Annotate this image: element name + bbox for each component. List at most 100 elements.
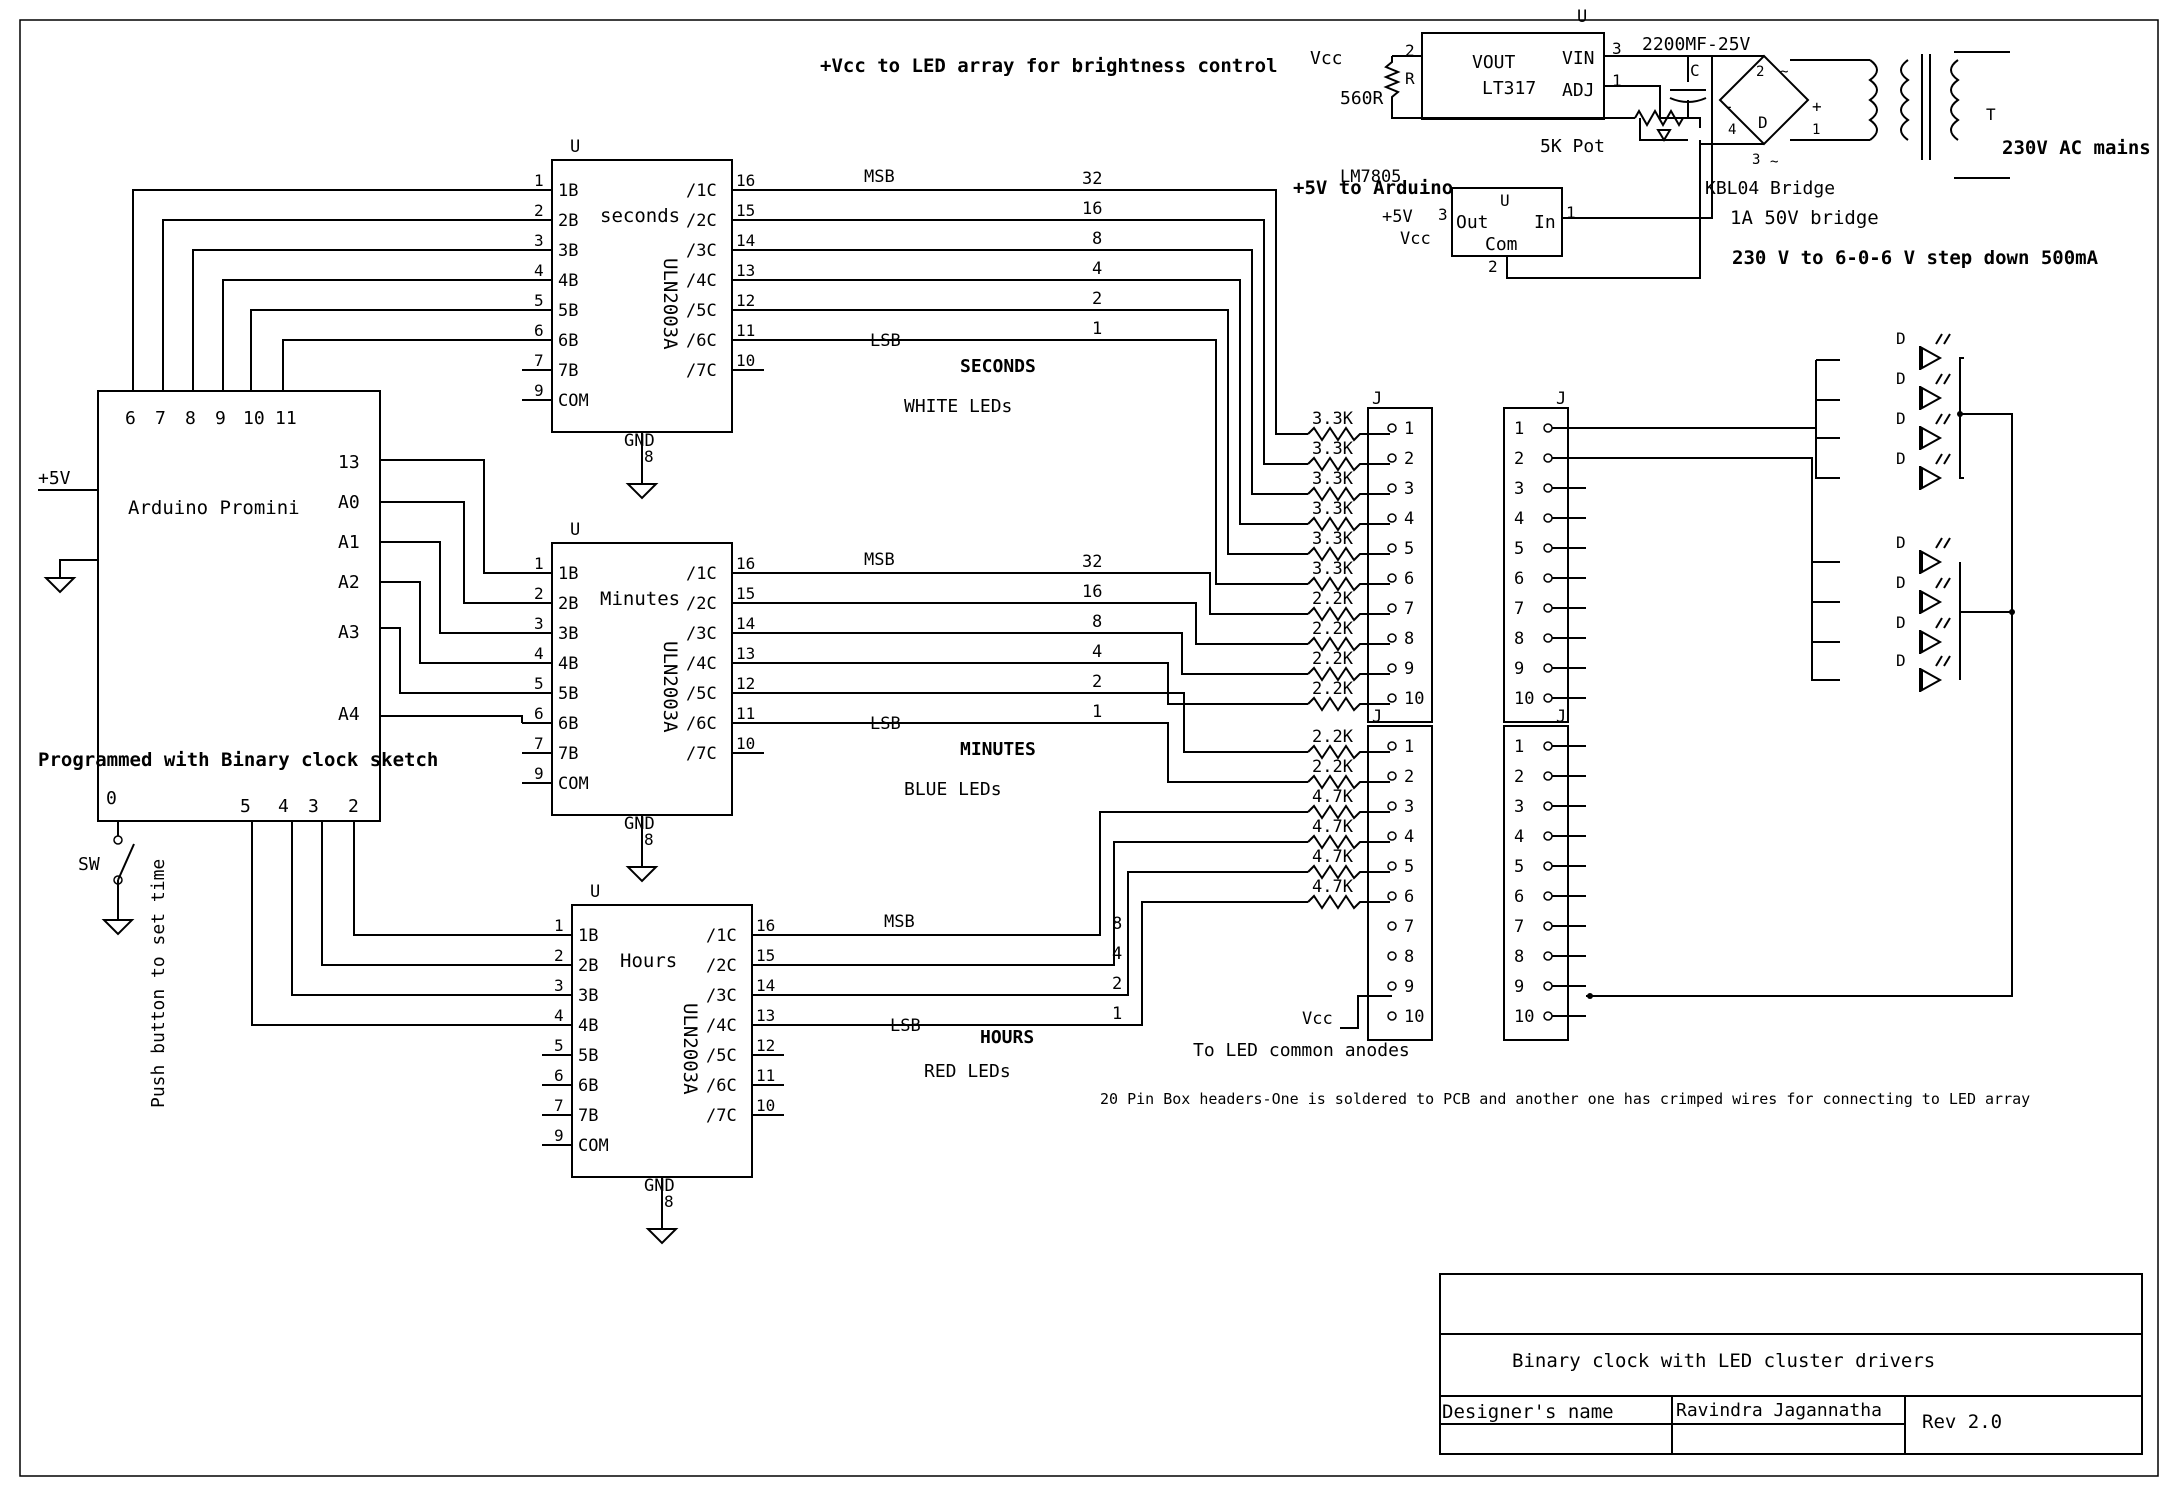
bridge-d-label: D: [1758, 113, 1768, 132]
header-pin-number: 8: [1514, 629, 1524, 649]
header-pin-dot: [1387, 771, 1397, 781]
bit-signal-wire: [764, 189, 1308, 435]
header-pin-number: 5: [1404, 857, 1414, 877]
arduino-to-hours-wire: [291, 821, 542, 996]
bit-weight-label: 32: [1082, 169, 1102, 189]
header-pin-number: 2: [1514, 767, 1524, 787]
resistor: [1307, 744, 1390, 760]
driver-input-name: 5B: [578, 1046, 598, 1066]
arduino-to-seconds-wire: [250, 309, 522, 391]
resistor: [1307, 666, 1390, 682]
driver-output-name: /4C: [686, 271, 717, 291]
driver-output-name: /2C: [706, 956, 737, 976]
arduino-to-minutes-wire: [380, 581, 522, 664]
bit-signal-wire: [764, 279, 1308, 525]
header-pin-number: 3: [1404, 479, 1414, 499]
resistor-value: 2.2K: [1312, 649, 1354, 669]
ground-symbol: [645, 1228, 679, 1245]
driver-gnd-label: GND: [624, 814, 655, 834]
driver-input-pin: 3: [534, 614, 544, 633]
bit-signal-wire: [764, 662, 1308, 705]
driver-title: seconds: [600, 205, 680, 227]
led-cluster-wiring: [1586, 357, 2013, 997]
bridge-pin2: 2: [1756, 64, 1764, 80]
header-pin-number: 6: [1404, 569, 1414, 589]
header-pin-dot: [1543, 483, 1553, 493]
driver-output-name: /2C: [686, 594, 717, 614]
header-pin-number: 2: [1404, 767, 1414, 787]
resistor: [1307, 774, 1390, 790]
driver-hours: UHoursULN2003AGND81B12B23B34B45B56B67B7C…: [542, 882, 1122, 1245]
header-pin-number: 10: [1514, 689, 1534, 709]
driver-input-name: 2B: [558, 211, 578, 231]
driver-input-pin: 3: [534, 231, 544, 250]
header-pin-number: 4: [1514, 827, 1524, 847]
header-pin-number: 5: [1404, 539, 1414, 559]
header-vcc-wire: [1340, 995, 1392, 1029]
junction-dot: [2009, 609, 2015, 615]
header-pin-dot: [1387, 921, 1397, 931]
bit-signal-wire: [764, 219, 1308, 465]
header-pin-number: 6: [1514, 887, 1524, 907]
driver-input-name: 4B: [578, 1016, 598, 1036]
driver-input-pin: 7: [534, 351, 544, 370]
arduino-to-seconds-wire: [162, 219, 522, 391]
bit-signal-wire: [764, 572, 1308, 615]
resistor-value: 2.2K: [1312, 619, 1354, 639]
header-pin-number: 1: [1404, 737, 1414, 757]
header-pin-number: 1: [1404, 419, 1414, 439]
header-pin-dot: [1543, 951, 1553, 961]
interconnect-wires: [132, 189, 1308, 1026]
arduino-bottom-pin-label: 5: [240, 796, 251, 817]
driver-input-name: 2B: [578, 956, 598, 976]
driver-output-pin: 10: [736, 351, 755, 370]
driver-u-label: U: [590, 882, 600, 902]
header-pin-number: 4: [1404, 827, 1414, 847]
driver-input-pin: 1: [534, 171, 544, 190]
driver-part-number: ULN2003A: [659, 258, 681, 350]
header-pin-number: 10: [1514, 1007, 1534, 1027]
led-emission-arrows: [1935, 617, 1951, 629]
lt317-u-label: U: [1577, 7, 1587, 27]
resistor: [1307, 606, 1390, 622]
vcc-label: Vcc: [1310, 48, 1343, 69]
header-pin-number: 7: [1404, 599, 1414, 619]
bit-signal-wire: [764, 722, 1308, 783]
resistor: [1307, 576, 1390, 592]
driver-output-pin: 16: [756, 916, 775, 935]
driver-input-pin: 9: [534, 381, 544, 400]
driver-input-name: 2B: [558, 594, 578, 614]
header-pin-dot: [1543, 891, 1553, 901]
arduino-to-seconds-wire: [282, 339, 522, 391]
driver-part-number: ULN2003A: [679, 1003, 701, 1095]
led-diode: [1919, 386, 1943, 410]
uln2003a-drivers: UsecondsULN2003AGND81B12B23B34B45B56B67B…: [522, 137, 1122, 1245]
driver-output-pin: 16: [736, 171, 755, 190]
driver-output-pin: 13: [736, 644, 755, 663]
arduino-name: Arduino Promini: [128, 497, 300, 519]
driver-input-pin: 7: [554, 1096, 564, 1115]
header-c-j-label: J: [1556, 389, 1566, 409]
power-supply: U VOUT VIN ADJ LT317 3 1 2 Vcc 560R R 5K…: [1310, 7, 2010, 279]
bridge-plus: +: [1812, 97, 1822, 116]
lm7805-com: Com: [1485, 234, 1518, 255]
driver-input-pin: 9: [534, 764, 544, 783]
resistor-value: 3.3K: [1312, 439, 1354, 459]
bit-weight-label: 32: [1082, 552, 1102, 572]
driver-output-pin: 16: [736, 554, 755, 573]
resistor-value: 2.2K: [1312, 727, 1354, 747]
designer-name: Ravindra Jagannatha: [1676, 1400, 1882, 1421]
driver-input-name: 1B: [578, 926, 598, 946]
arduino-right-pin-label: A0: [338, 492, 360, 513]
lt317-adj-label: ADJ: [1562, 80, 1595, 101]
driver-output-pin: 10: [756, 1096, 775, 1115]
driver-input-pin: 9: [554, 1126, 564, 1145]
header-pin-dot: [1387, 423, 1397, 433]
lt317-vout-label: VOUT: [1472, 52, 1516, 73]
arduino-right-pin-label: A3: [338, 622, 360, 643]
driver-output-name: /7C: [686, 361, 717, 381]
pot-label: 5K Pot: [1540, 136, 1605, 157]
bridge-tilde-bottom: ~: [1770, 154, 1778, 170]
arduino-to-hours-wire: [353, 821, 542, 936]
